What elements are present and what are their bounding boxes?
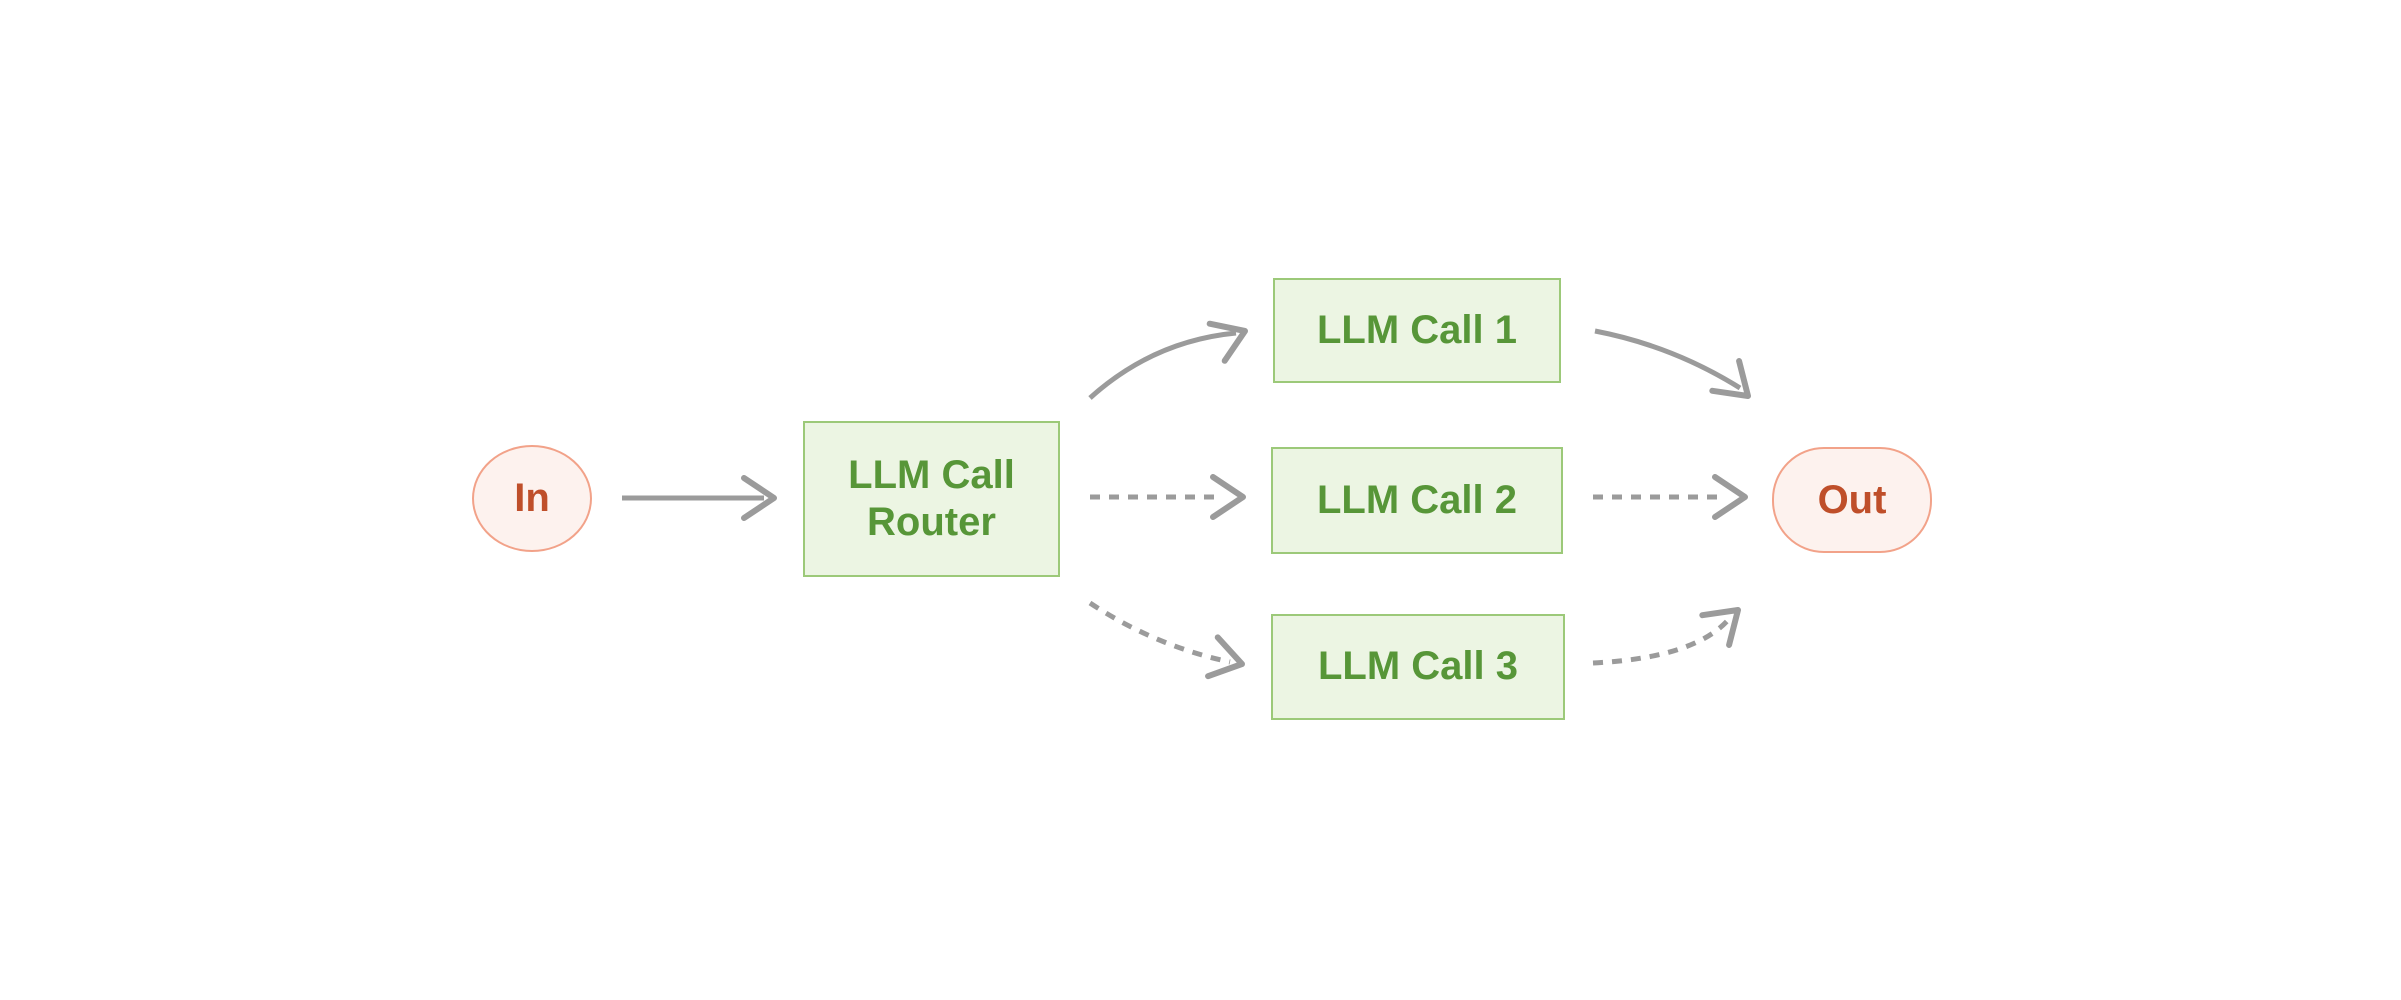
arrowhead-icon [1699, 607, 1741, 648]
arrowhead-icon [741, 475, 777, 521]
edge-call2-to-out [1593, 474, 1748, 520]
llm-call-2-node: LLM Call 2 [1271, 447, 1563, 554]
llm-call-1-label: LLM Call 1 [1316, 307, 1518, 352]
llm-call-2-label: LLM Call 2 [1316, 477, 1518, 522]
arrowhead-icon [1210, 474, 1246, 520]
in-node: In [472, 445, 592, 552]
router-node-label: LLM Call Router [848, 452, 1015, 544]
edge-call3-to-out [1592, 607, 1741, 666]
edge-call1-to-out [1594, 328, 1751, 399]
llm-call-1-node: LLM Call 1 [1273, 278, 1561, 383]
llm-call-3-label: LLM Call 3 [1317, 644, 1519, 689]
out-node: Out [1772, 447, 1932, 553]
edge-in-to-router [622, 475, 777, 521]
edge-router-to-call1 [1088, 320, 1248, 400]
in-node-label: In [514, 476, 550, 520]
arrowhead-icon [1206, 320, 1248, 364]
router-node: LLM Call Router [803, 421, 1060, 577]
llm-call-3-node: LLM Call 3 [1271, 614, 1565, 720]
out-node-label: Out [1817, 477, 1887, 522]
edge-router-to-call2 [1090, 474, 1246, 520]
arrowhead-icon [1205, 634, 1245, 680]
edge-router-to-call3 [1088, 600, 1245, 680]
arrowhead-icon [1709, 358, 1751, 399]
arrowhead-icon [1712, 474, 1748, 520]
